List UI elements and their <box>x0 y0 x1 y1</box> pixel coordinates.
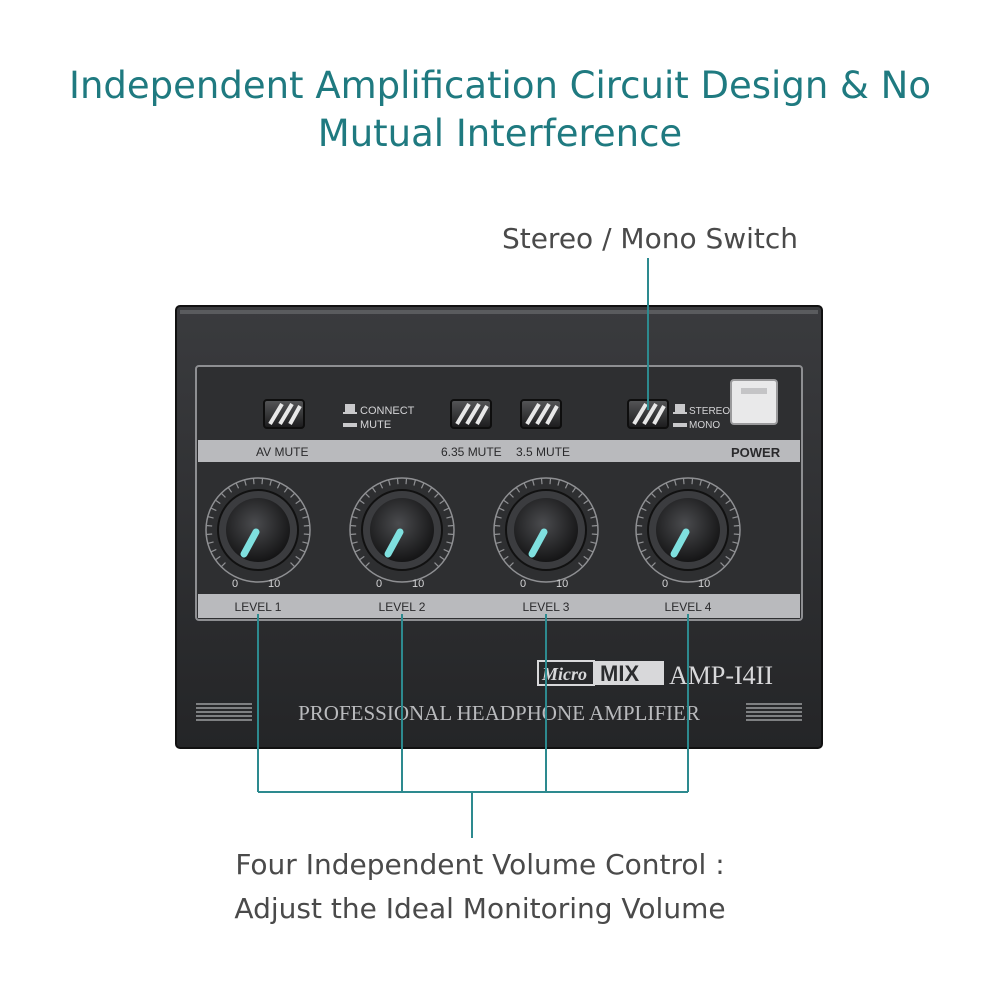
av-mute-button[interactable] <box>263 399 305 429</box>
knob-scale-min: 0 <box>520 578 526 590</box>
label-strip-top <box>198 440 800 462</box>
headline-line-1: Independent Amplification Circuit Design… <box>69 64 931 107</box>
callout-lines <box>257 258 689 838</box>
level-3-label: LEVEL 3 <box>523 600 570 614</box>
knob-scale-max: 10 <box>698 578 710 590</box>
volume-callout-line-1: Four Independent Volume Control : <box>235 848 725 881</box>
mute-35-button[interactable] <box>520 399 562 429</box>
volume-knob-2[interactable]: 0 10 <box>349 477 455 590</box>
knob-scale-min: 0 <box>662 578 668 590</box>
knob-scale-max: 10 <box>412 578 424 590</box>
device-bevel <box>180 310 818 314</box>
volume-knob-1[interactable]: 0 10 <box>205 477 311 590</box>
knob-pointer <box>384 528 404 558</box>
product-title: PROFESSIONAL HEADPHONE AMPLIFIER <box>298 701 700 725</box>
knob-scale-min: 0 <box>232 578 238 590</box>
mute-635-label: 6.35 MUTE <box>441 445 502 459</box>
product-title-stripes <box>196 703 802 721</box>
volume-callout: Four Independent Volume Control : Adjust… <box>0 843 1000 931</box>
av-mute-label: AV MUTE <box>256 445 308 459</box>
headline-line-2: Mutual Interference <box>317 112 683 155</box>
volume-knob-3[interactable]: 0 10 <box>493 477 599 590</box>
level-4-label: LEVEL 4 <box>665 600 712 614</box>
volume-callout-line-2: Adjust the Ideal Monitoring Volume <box>234 892 726 925</box>
volume-knob-4[interactable]: 0 10 <box>635 477 741 590</box>
control-panel <box>195 365 803 621</box>
mute-label: MUTE <box>360 419 391 431</box>
knob-pointer <box>670 528 690 558</box>
knob-scale-min: 0 <box>376 578 382 590</box>
brand-micro: Micro <box>541 664 587 684</box>
mute-35-label: 3.5 MUTE <box>516 445 570 459</box>
brand-logo: Micro MIX AMP-I4II <box>537 660 773 690</box>
knob-scale-max: 10 <box>268 578 280 590</box>
stereo-mono-switch[interactable] <box>627 399 669 429</box>
stereo-mono-callout: Stereo / Mono Switch <box>501 222 799 255</box>
knob-pointer <box>528 528 548 558</box>
stereo-label: STEREO <box>689 406 730 417</box>
level-2-label: LEVEL 2 <box>379 600 426 614</box>
knob-pointer <box>240 528 260 558</box>
power-label: POWER <box>731 445 781 460</box>
brand-mix: MIX <box>600 661 639 686</box>
power-button[interactable] <box>730 379 778 425</box>
model-name: AMP-I4II <box>669 661 773 690</box>
headline: Independent Amplification Circuit Design… <box>0 62 1000 158</box>
connect-mute-legend-icon <box>343 404 357 427</box>
level-1-label: LEVEL 1 <box>235 600 282 614</box>
stereo-mono-legend-icon <box>673 404 687 427</box>
volume-knobs: 0 10 0 10 0 10 0 10 <box>205 477 741 590</box>
label-strip-bottom <box>198 594 800 618</box>
mute-635-button[interactable] <box>450 399 492 429</box>
knob-scale-max: 10 <box>556 578 568 590</box>
mono-label: MONO <box>689 420 720 431</box>
connect-label: CONNECT <box>360 405 415 417</box>
